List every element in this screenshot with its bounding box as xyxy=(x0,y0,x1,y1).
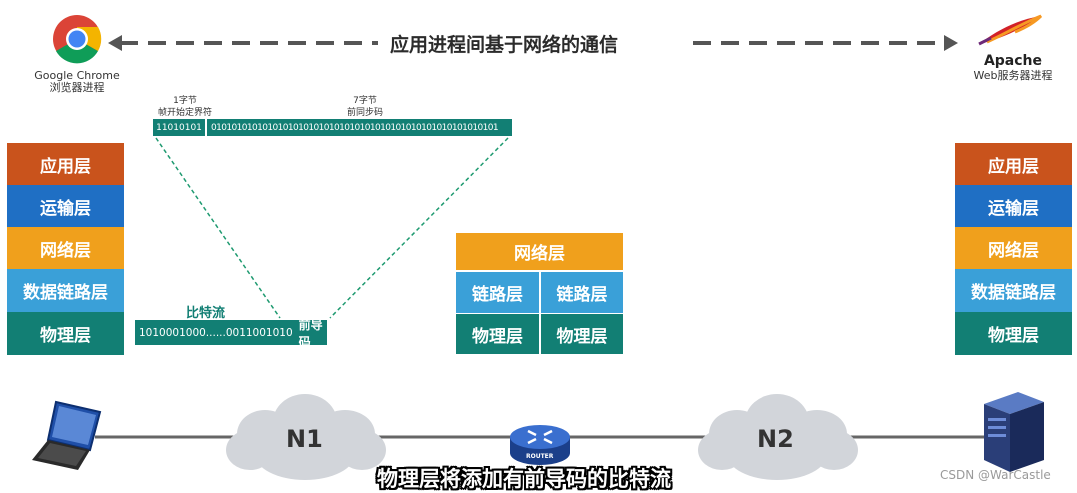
bitstream-suffix: 前导码 xyxy=(298,317,323,349)
left-transport-layer: 运输层 xyxy=(7,185,124,227)
chrome-desc: 浏览器进程 xyxy=(49,81,105,94)
n1-label: N1 xyxy=(286,425,323,453)
server-icon xyxy=(984,392,1044,472)
right-link-layer: 数据链路层 xyxy=(955,269,1072,312)
router-link-layer-left: 链路层 xyxy=(456,272,539,313)
router-network-layer: 网络层 xyxy=(456,233,623,270)
apache-feather-icon xyxy=(978,14,1043,46)
preamble-bits-box: 0101010101010101010101010101010101010101… xyxy=(207,119,512,136)
chrome-icon xyxy=(53,15,102,64)
left-app-layer: 应用层 xyxy=(7,143,124,185)
apache-desc: Web服务器进程 xyxy=(973,69,1053,82)
caption-subtitle: 物理层将添加有前导码的比特流 xyxy=(377,467,671,491)
router-label: ROUTER xyxy=(526,453,554,460)
preamble-size-label: 7字节 xyxy=(353,96,377,106)
right-app-layer: 应用层 xyxy=(955,143,1072,185)
n2-label: N2 xyxy=(757,425,794,453)
right-network-layer: 网络层 xyxy=(955,227,1072,269)
watermark: CSDN @WarCastle xyxy=(940,468,1051,482)
bitstream-title: 比特流 xyxy=(186,306,226,321)
router-link-layer-right: 链路层 xyxy=(541,272,623,313)
bitstream-bits: 1010001000......0011001010 xyxy=(139,326,293,339)
left-link-layer: 数据链路层 xyxy=(7,269,124,312)
laptop-icon xyxy=(32,400,102,470)
sfd-bits-box: 11010101 xyxy=(153,119,205,136)
zoom-guide-lines xyxy=(155,137,509,319)
communication-arrow xyxy=(108,35,958,51)
cloud-n1 xyxy=(226,394,386,480)
banner-title: 应用进程间基于网络的通信 xyxy=(390,34,619,56)
apache-name: Apache xyxy=(983,53,1043,69)
router-phys-layer-right: 物理层 xyxy=(541,314,623,354)
router-phys-layer-left: 物理层 xyxy=(456,314,539,354)
left-network-layer: 网络层 xyxy=(7,227,124,269)
preamble-name-label: 前同步码 xyxy=(346,108,383,118)
bitstream-box: 1010001000......0011001010 前导码 xyxy=(135,318,327,349)
sfd-size-label: 1字节 xyxy=(173,96,197,106)
router-icon xyxy=(510,425,570,465)
right-physical-layer: 物理层 xyxy=(955,312,1072,355)
right-transport-layer: 运输层 xyxy=(955,185,1072,227)
sfd-name-label: 帧开始定界符 xyxy=(157,108,212,118)
left-physical-layer: 物理层 xyxy=(7,312,124,355)
cloud-n2 xyxy=(698,394,858,480)
chrome-name: Google Chrome xyxy=(34,69,120,82)
